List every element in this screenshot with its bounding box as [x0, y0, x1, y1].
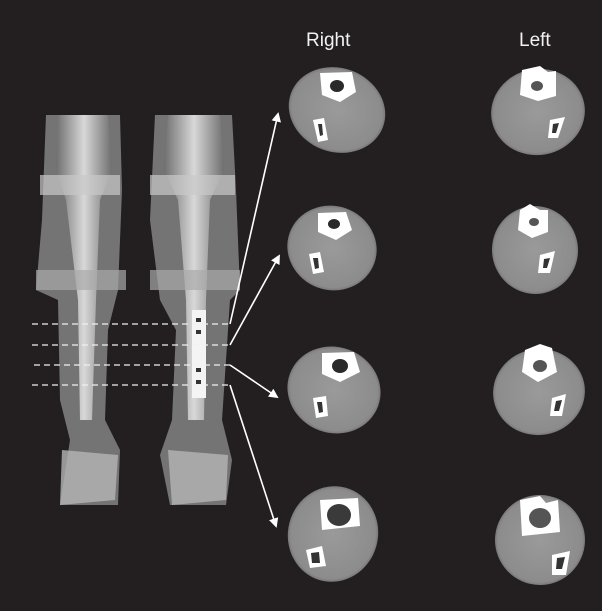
left-column-label: Left: [519, 30, 551, 51]
ct-right-3: [287, 346, 381, 434]
ct-left-2: [491, 204, 579, 294]
xray-image: [36, 115, 240, 505]
ct-right-2: [287, 205, 377, 291]
ct-right-4: [287, 486, 379, 582]
fixation-plate: [192, 310, 206, 398]
right-column-label: Right: [306, 30, 351, 51]
ct-left-4: [495, 495, 585, 585]
ct-right-1: [288, 67, 386, 153]
ct-left-3: [493, 344, 585, 436]
slice-arrows: [229, 112, 281, 528]
ct-left-1: [491, 66, 585, 156]
slice-lines: [32, 323, 230, 386]
